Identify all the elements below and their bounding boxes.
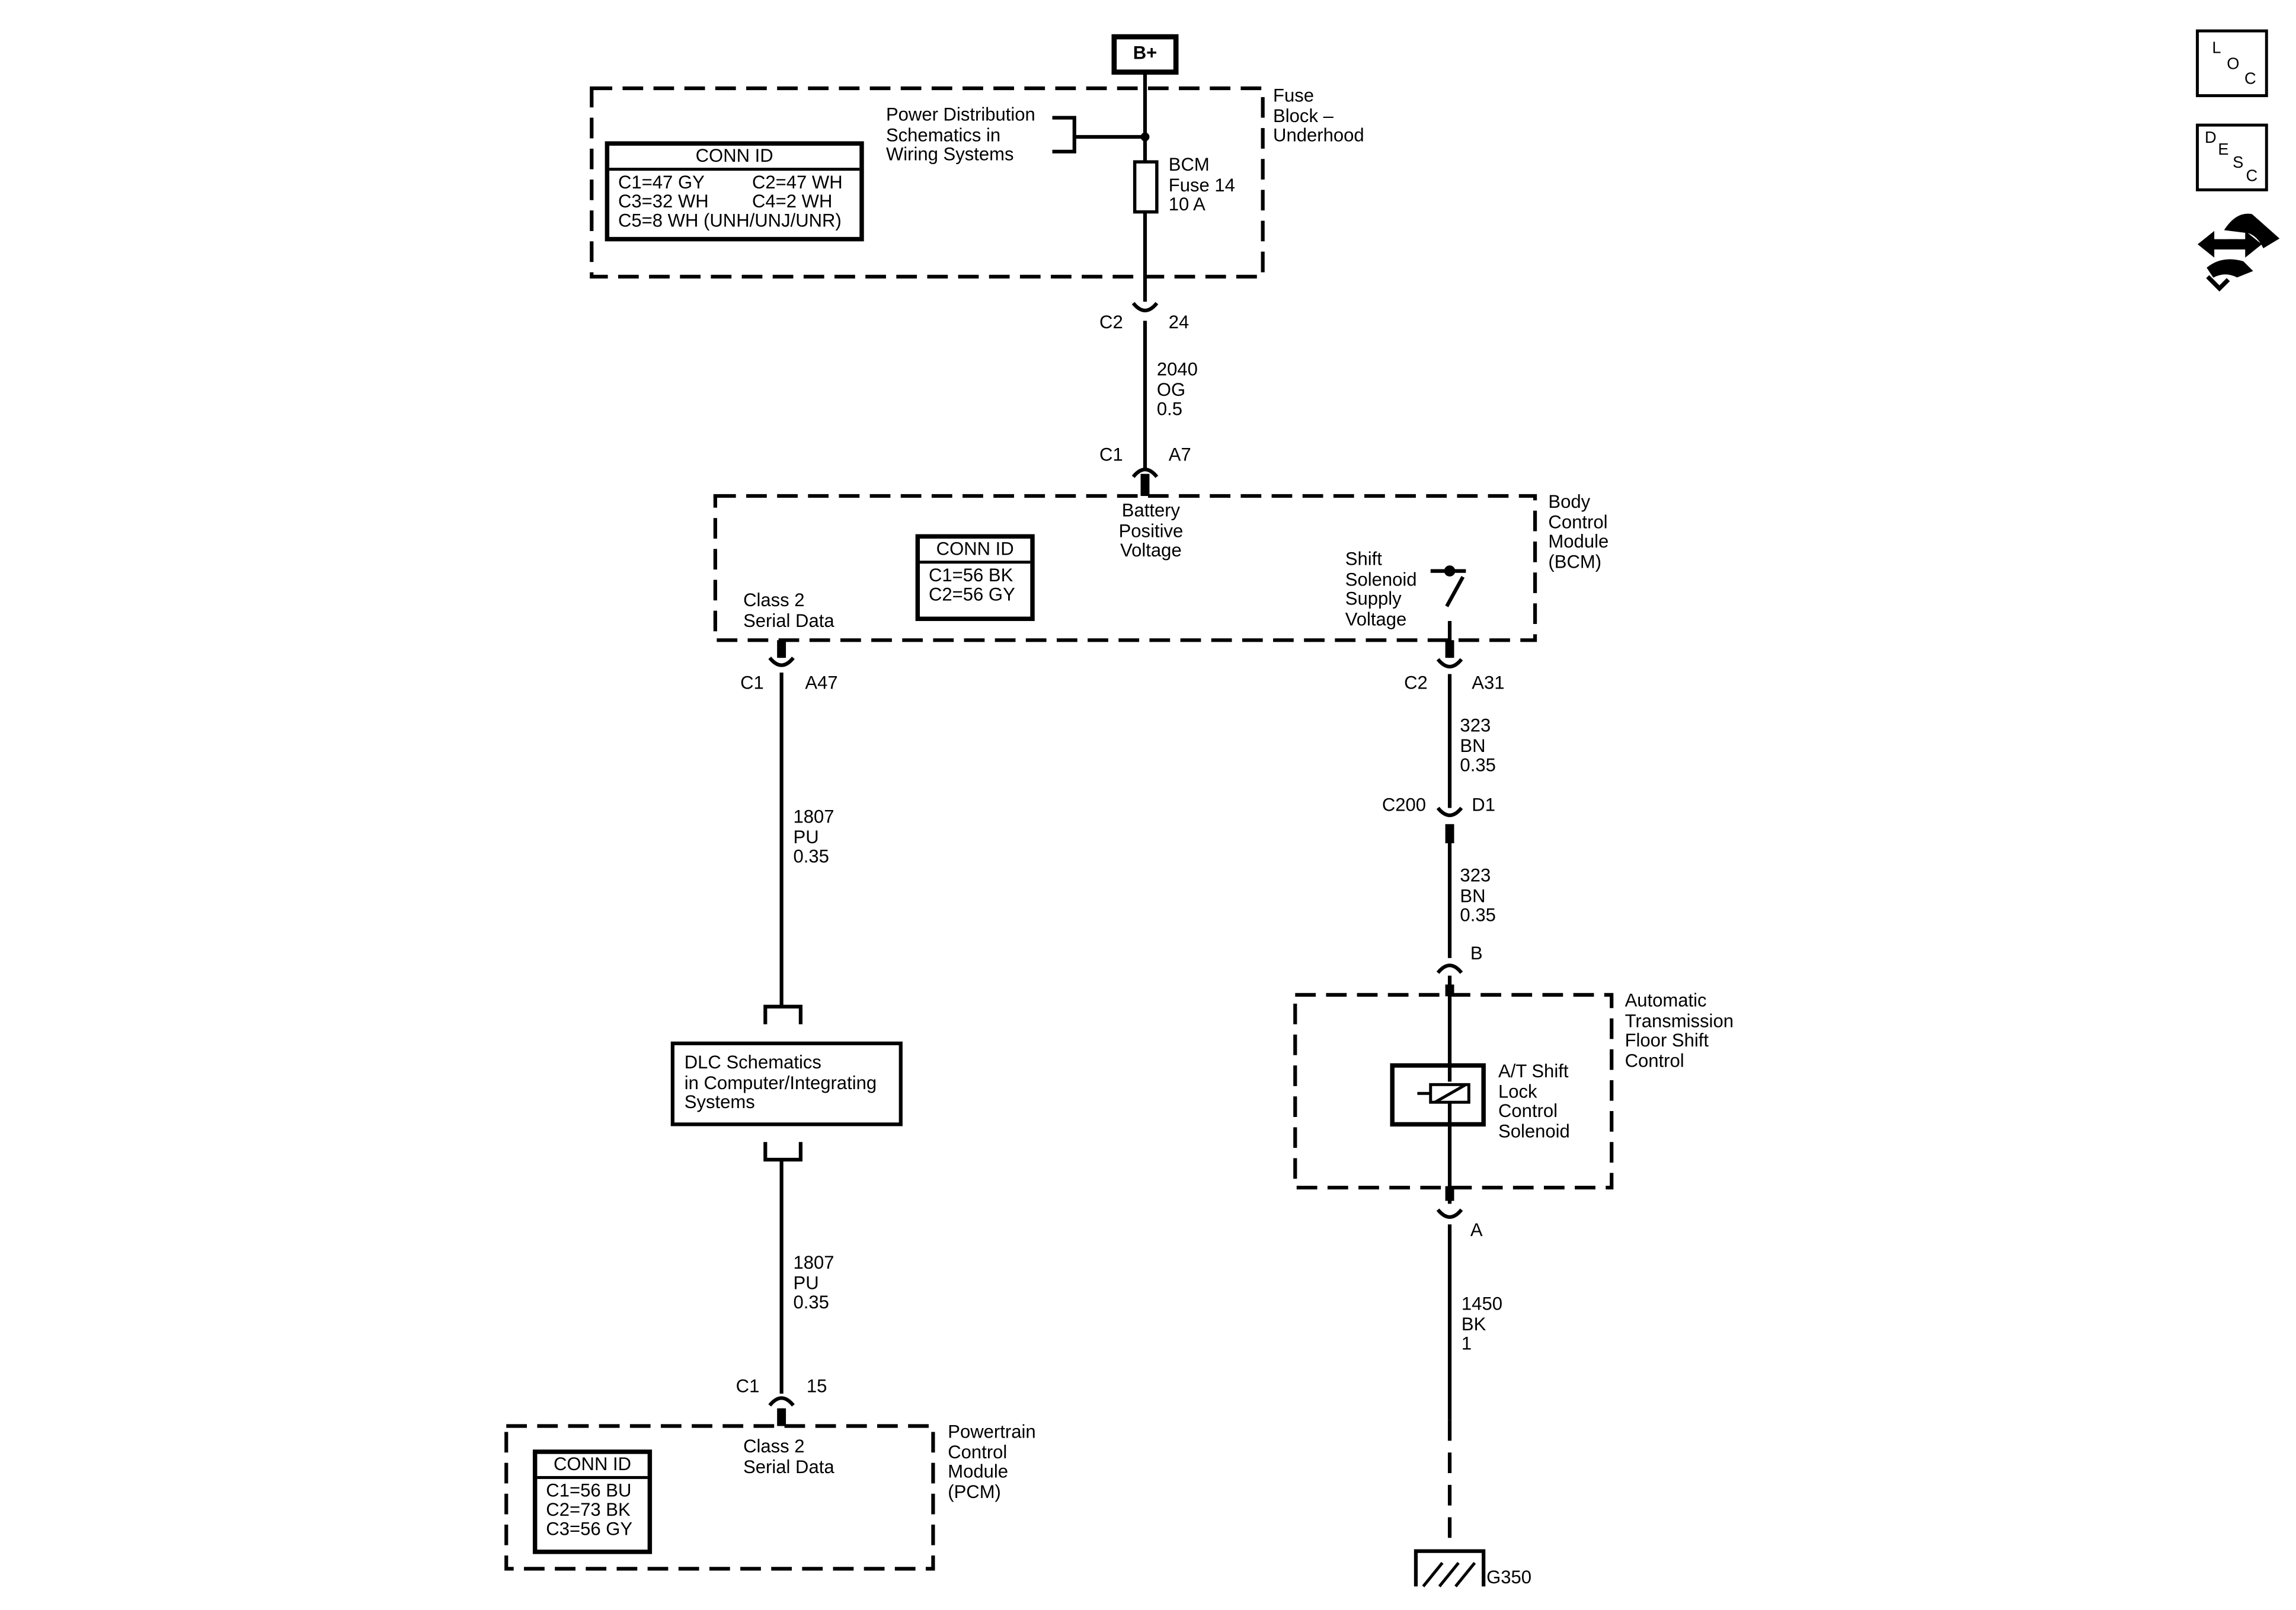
wire-1807-upper-label: 1807 PU 0.35 — [793, 806, 834, 867]
conn-id-rows: C1=56 BK C2=56 GY — [928, 565, 1015, 605]
wire-2040-label: 2040 OG 0.5 — [1156, 359, 1198, 420]
bcm-battery-label: Battery Positive Voltage — [1118, 500, 1184, 561]
conn-id-title: CONN ID — [609, 146, 860, 171]
fuse-symbol — [1133, 160, 1159, 214]
conn-id-rows: C1=56 BU C2=73 BK C3=56 GY — [546, 1480, 633, 1539]
bcm-fuse-label: BCM Fuse 14 10 A — [1168, 154, 1235, 215]
pcm-conn: C1 — [736, 1376, 760, 1397]
dlc-box — [670, 1041, 903, 1126]
fuse-block-conn: C2 — [1099, 312, 1123, 333]
conn-id-title: CONN ID — [537, 1454, 648, 1479]
bcm-shift-label: Shift Solenoid Supply Voltage — [1345, 549, 1417, 629]
bcm-left-pin: A47 — [805, 672, 838, 693]
bcm-right-pin: A31 — [1472, 672, 1505, 693]
pcm-name: Powertrain Control Module (PCM) — [948, 1422, 1036, 1502]
dlc-schematics-ref[interactable]: DLC Schematics in Computer/Integrating S… — [684, 1052, 877, 1113]
bcm-name: Body Control Module (BCM) — [1548, 491, 1609, 572]
pcm-pin: 15 — [806, 1376, 827, 1397]
wire-323-upper-label: 323 BN 0.35 — [1460, 715, 1496, 776]
solenoid-box — [1390, 1063, 1486, 1127]
wire-1450-label: 1450 BK 1 — [1461, 1293, 1502, 1354]
location-button[interactable]: L O C — [2196, 29, 2268, 97]
bcm-input-pin: A7 — [1168, 444, 1191, 465]
bcm-right-conn: C2 — [1404, 672, 1428, 693]
fuse-block-name: Fuse Block – Underhood — [1273, 85, 1364, 146]
pcm-class2-label: Class 2 Serial Data — [743, 1436, 834, 1477]
battery-label: B+ — [1133, 43, 1157, 63]
fuse-block-pin: 24 — [1168, 312, 1189, 333]
c200-pin: D1 — [1472, 795, 1495, 815]
shift-control-pin-a: A — [1470, 1219, 1483, 1241]
pcm-outline — [504, 1424, 935, 1571]
description-button[interactable]: D E S C — [2196, 123, 2268, 191]
c200-conn: C200 — [1382, 795, 1427, 815]
bcm-outline — [713, 494, 1537, 642]
pcm-conn-id: CONN ID C1=56 BU C2=73 BK C3=56 GY — [532, 1449, 653, 1554]
wire-1807-lower-label: 1807 PU 0.35 — [793, 1252, 834, 1313]
shift-control-name: Automatic Transmission Floor Shift Contr… — [1625, 990, 1734, 1071]
bcm-input-conn: C1 — [1099, 444, 1123, 465]
bcm-left-conn: C1 — [740, 672, 764, 693]
wire-323-lower-label: 323 BN 0.35 — [1460, 865, 1496, 926]
bcm-class2-label: Class 2 Serial Data — [743, 590, 834, 631]
shift-control-pin-b: B — [1470, 943, 1483, 964]
bcm-conn-id: CONN ID C1=56 BK C2=56 GY — [915, 534, 1035, 622]
conn-id-title: CONN ID — [920, 539, 1031, 564]
connector-end-view-icon[interactable] — [2193, 206, 2281, 295]
ground-label: G350 — [1486, 1567, 1532, 1588]
solenoid-label: A/T Shift Lock Control Solenoid — [1498, 1061, 1570, 1141]
fuse-block-outline — [590, 86, 1265, 279]
power-distribution-ref[interactable]: Power Distribution Schematics in Wiring … — [885, 104, 1035, 165]
